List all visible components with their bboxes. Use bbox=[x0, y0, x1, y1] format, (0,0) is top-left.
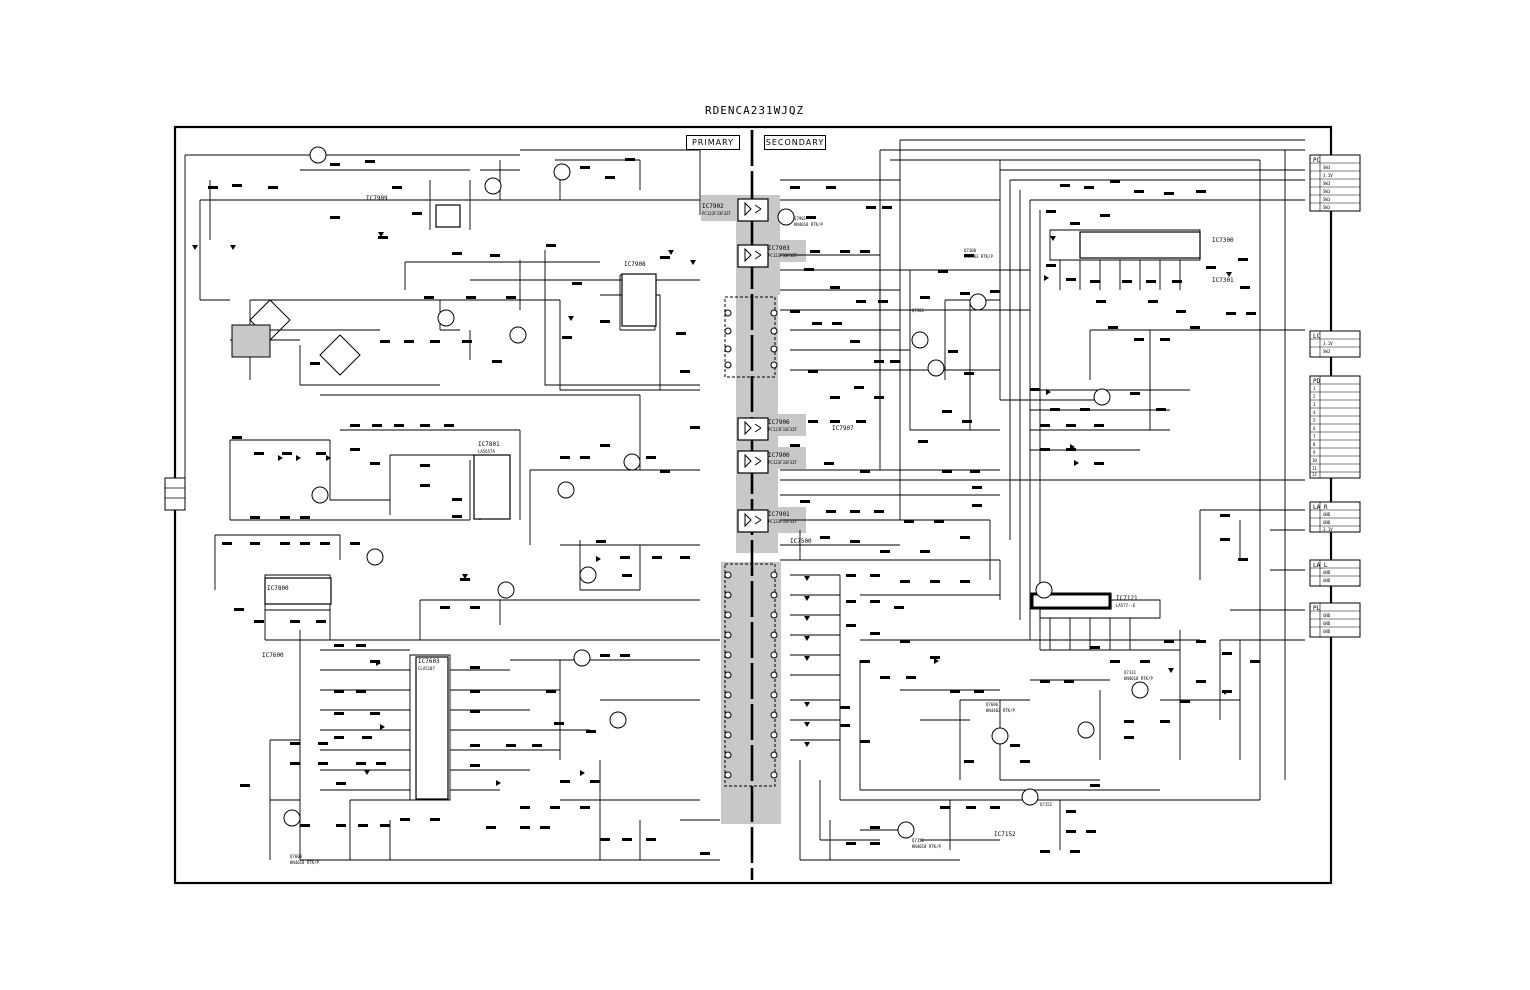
connector-pd-pin: 6 bbox=[1313, 426, 1316, 431]
connector-pl-pin: GND bbox=[1323, 621, 1331, 626]
ic7901-part: PC123F33F3ZF bbox=[768, 519, 797, 524]
schematic-labels: IC7902 PC123F33F3ZF IC7903 PC123F33F3ZF … bbox=[262, 157, 1333, 865]
connector-la-l-pin: GND bbox=[1323, 578, 1331, 583]
q7901-part: KN4018 RTK/P bbox=[794, 222, 823, 227]
ic7903-part: PC123F33F3ZF bbox=[768, 253, 797, 258]
q7600-label: Q7600 bbox=[290, 854, 303, 859]
q7131-label: Q7131 bbox=[1124, 670, 1137, 675]
connector-lc-pin: 3.1V bbox=[1323, 341, 1333, 346]
ic7600-label: IC7600 bbox=[262, 652, 284, 659]
connector-la-l-pin: GND bbox=[1323, 570, 1331, 575]
connector-la-l-label: LA_L bbox=[1313, 562, 1328, 569]
secondary-components bbox=[790, 180, 1260, 853]
primary-transistors bbox=[283, 146, 641, 827]
ic7121-part: LA577--E bbox=[1116, 603, 1136, 608]
document-title: RDENCA231WJQZ bbox=[705, 104, 805, 117]
connector-pc-pin: SW3 bbox=[1323, 205, 1331, 210]
q7300-label: Q7300 bbox=[964, 248, 977, 253]
ic7121-label: IC7121 bbox=[1116, 595, 1138, 602]
connector-pd-pin: 3 bbox=[1313, 402, 1316, 407]
primary-components bbox=[208, 158, 710, 855]
ic7903-label: IC7903 bbox=[768, 245, 790, 252]
connector-la-r-pin: GND bbox=[1323, 512, 1331, 517]
connector-pl-label: PL bbox=[1313, 605, 1321, 612]
q7151-label: Q7151 bbox=[912, 838, 925, 843]
connector-pc-pin: SW3 bbox=[1323, 181, 1331, 186]
ac-input-connector bbox=[164, 477, 186, 511]
primary-label: PRIMARY bbox=[686, 135, 740, 150]
connector-pd-pin: 7 bbox=[1313, 434, 1316, 439]
q7606-label: Q7606 bbox=[986, 702, 999, 707]
connector-pl-pin: GND bbox=[1323, 629, 1331, 634]
secondary-transistors bbox=[777, 208, 1149, 839]
connector-pd-pin: 5 bbox=[1313, 418, 1316, 423]
ic7902-label: IC7902 bbox=[702, 203, 724, 210]
q7131-part: KN4018 RTK/P bbox=[1124, 676, 1153, 681]
ic7801-part: LA5657A bbox=[478, 449, 495, 454]
connector-pd-pin: 2 bbox=[1313, 394, 1316, 399]
connector-pd-pin: 1 bbox=[1313, 386, 1316, 391]
edge-connectors bbox=[1309, 154, 1361, 638]
q7151-part: KN4018 RTK/P bbox=[912, 844, 941, 849]
connector-pd-pin: 9 bbox=[1313, 450, 1316, 455]
connector-pc-pin: SW3 bbox=[1323, 197, 1331, 202]
connector-pc-label: PC bbox=[1313, 157, 1321, 164]
connector-pd-pin: 4 bbox=[1313, 410, 1316, 415]
ic7121-body bbox=[1030, 592, 1112, 610]
connector-pd-pin: 12 bbox=[1312, 472, 1317, 477]
connector-la-r-label: LA_R bbox=[1313, 504, 1328, 511]
secondary-wiring bbox=[780, 139, 1305, 861]
connector-lc-pin: SW3 bbox=[1323, 349, 1331, 354]
ic7300-label: IC7300 bbox=[1212, 237, 1234, 244]
ic7301-label: IC7301 bbox=[1212, 277, 1234, 284]
connector-pl-pin: GND bbox=[1323, 613, 1331, 618]
ic7908-label: IC7908 bbox=[624, 261, 646, 268]
ic7603-part: CLA5107 bbox=[418, 666, 435, 671]
bridge-rectifier bbox=[231, 299, 361, 376]
connector-pc-pin: 3.1V bbox=[1323, 173, 1333, 178]
diodes bbox=[192, 232, 1232, 786]
q7152-label: Q7152 bbox=[1040, 802, 1053, 807]
ic7907-label: IC7907 bbox=[832, 425, 854, 432]
connector-pd-pin: 11 bbox=[1312, 466, 1317, 471]
q7600-part: KN4018 RTK/P bbox=[290, 860, 319, 865]
ic7901-label: IC7901 bbox=[768, 511, 790, 518]
connector-pc-pin: SW3 bbox=[1323, 165, 1331, 170]
connector-lc-label: LC bbox=[1313, 333, 1321, 340]
connector-pd-label: PD bbox=[1313, 378, 1321, 385]
q7300-part: KN4403 RTK/P bbox=[964, 254, 993, 259]
q7301-label: Q7301 bbox=[912, 308, 925, 313]
primary-ics bbox=[264, 204, 657, 800]
ic7800-label: IC7800 bbox=[267, 585, 289, 592]
ic7906-part: PC123F33F3ZF bbox=[768, 427, 797, 432]
secondary-label: SECONDARY bbox=[764, 135, 826, 150]
ic7900-part: PC123F33F3ZF bbox=[768, 460, 797, 465]
connector-pd-pin: 8 bbox=[1313, 442, 1316, 447]
ic7906-label: IC7906 bbox=[768, 419, 790, 426]
connector-pc-pin: SW3 bbox=[1323, 189, 1331, 194]
connector-la-r-pin: 3.1V bbox=[1323, 527, 1333, 532]
ic7900-label: IC7900 bbox=[768, 452, 790, 459]
q7901-label: Q7901 bbox=[794, 216, 807, 221]
q7606-part: KN4403 RTK/P bbox=[986, 708, 1015, 713]
ic7152-label: IC7152 bbox=[994, 831, 1016, 838]
connector-pd-pin: 10 bbox=[1312, 458, 1317, 463]
ic7902-part: PC123F33F3ZF bbox=[702, 211, 731, 216]
ic7801-label: IC7801 bbox=[478, 441, 500, 448]
ic7603-label: IC7603 bbox=[418, 658, 440, 665]
connector-la-r-pin: GND bbox=[1323, 520, 1331, 525]
secondary-ics bbox=[1040, 231, 1201, 610]
ic7500-label: IC7500 bbox=[790, 538, 812, 545]
ic7909-label: IC7909 bbox=[366, 195, 388, 202]
